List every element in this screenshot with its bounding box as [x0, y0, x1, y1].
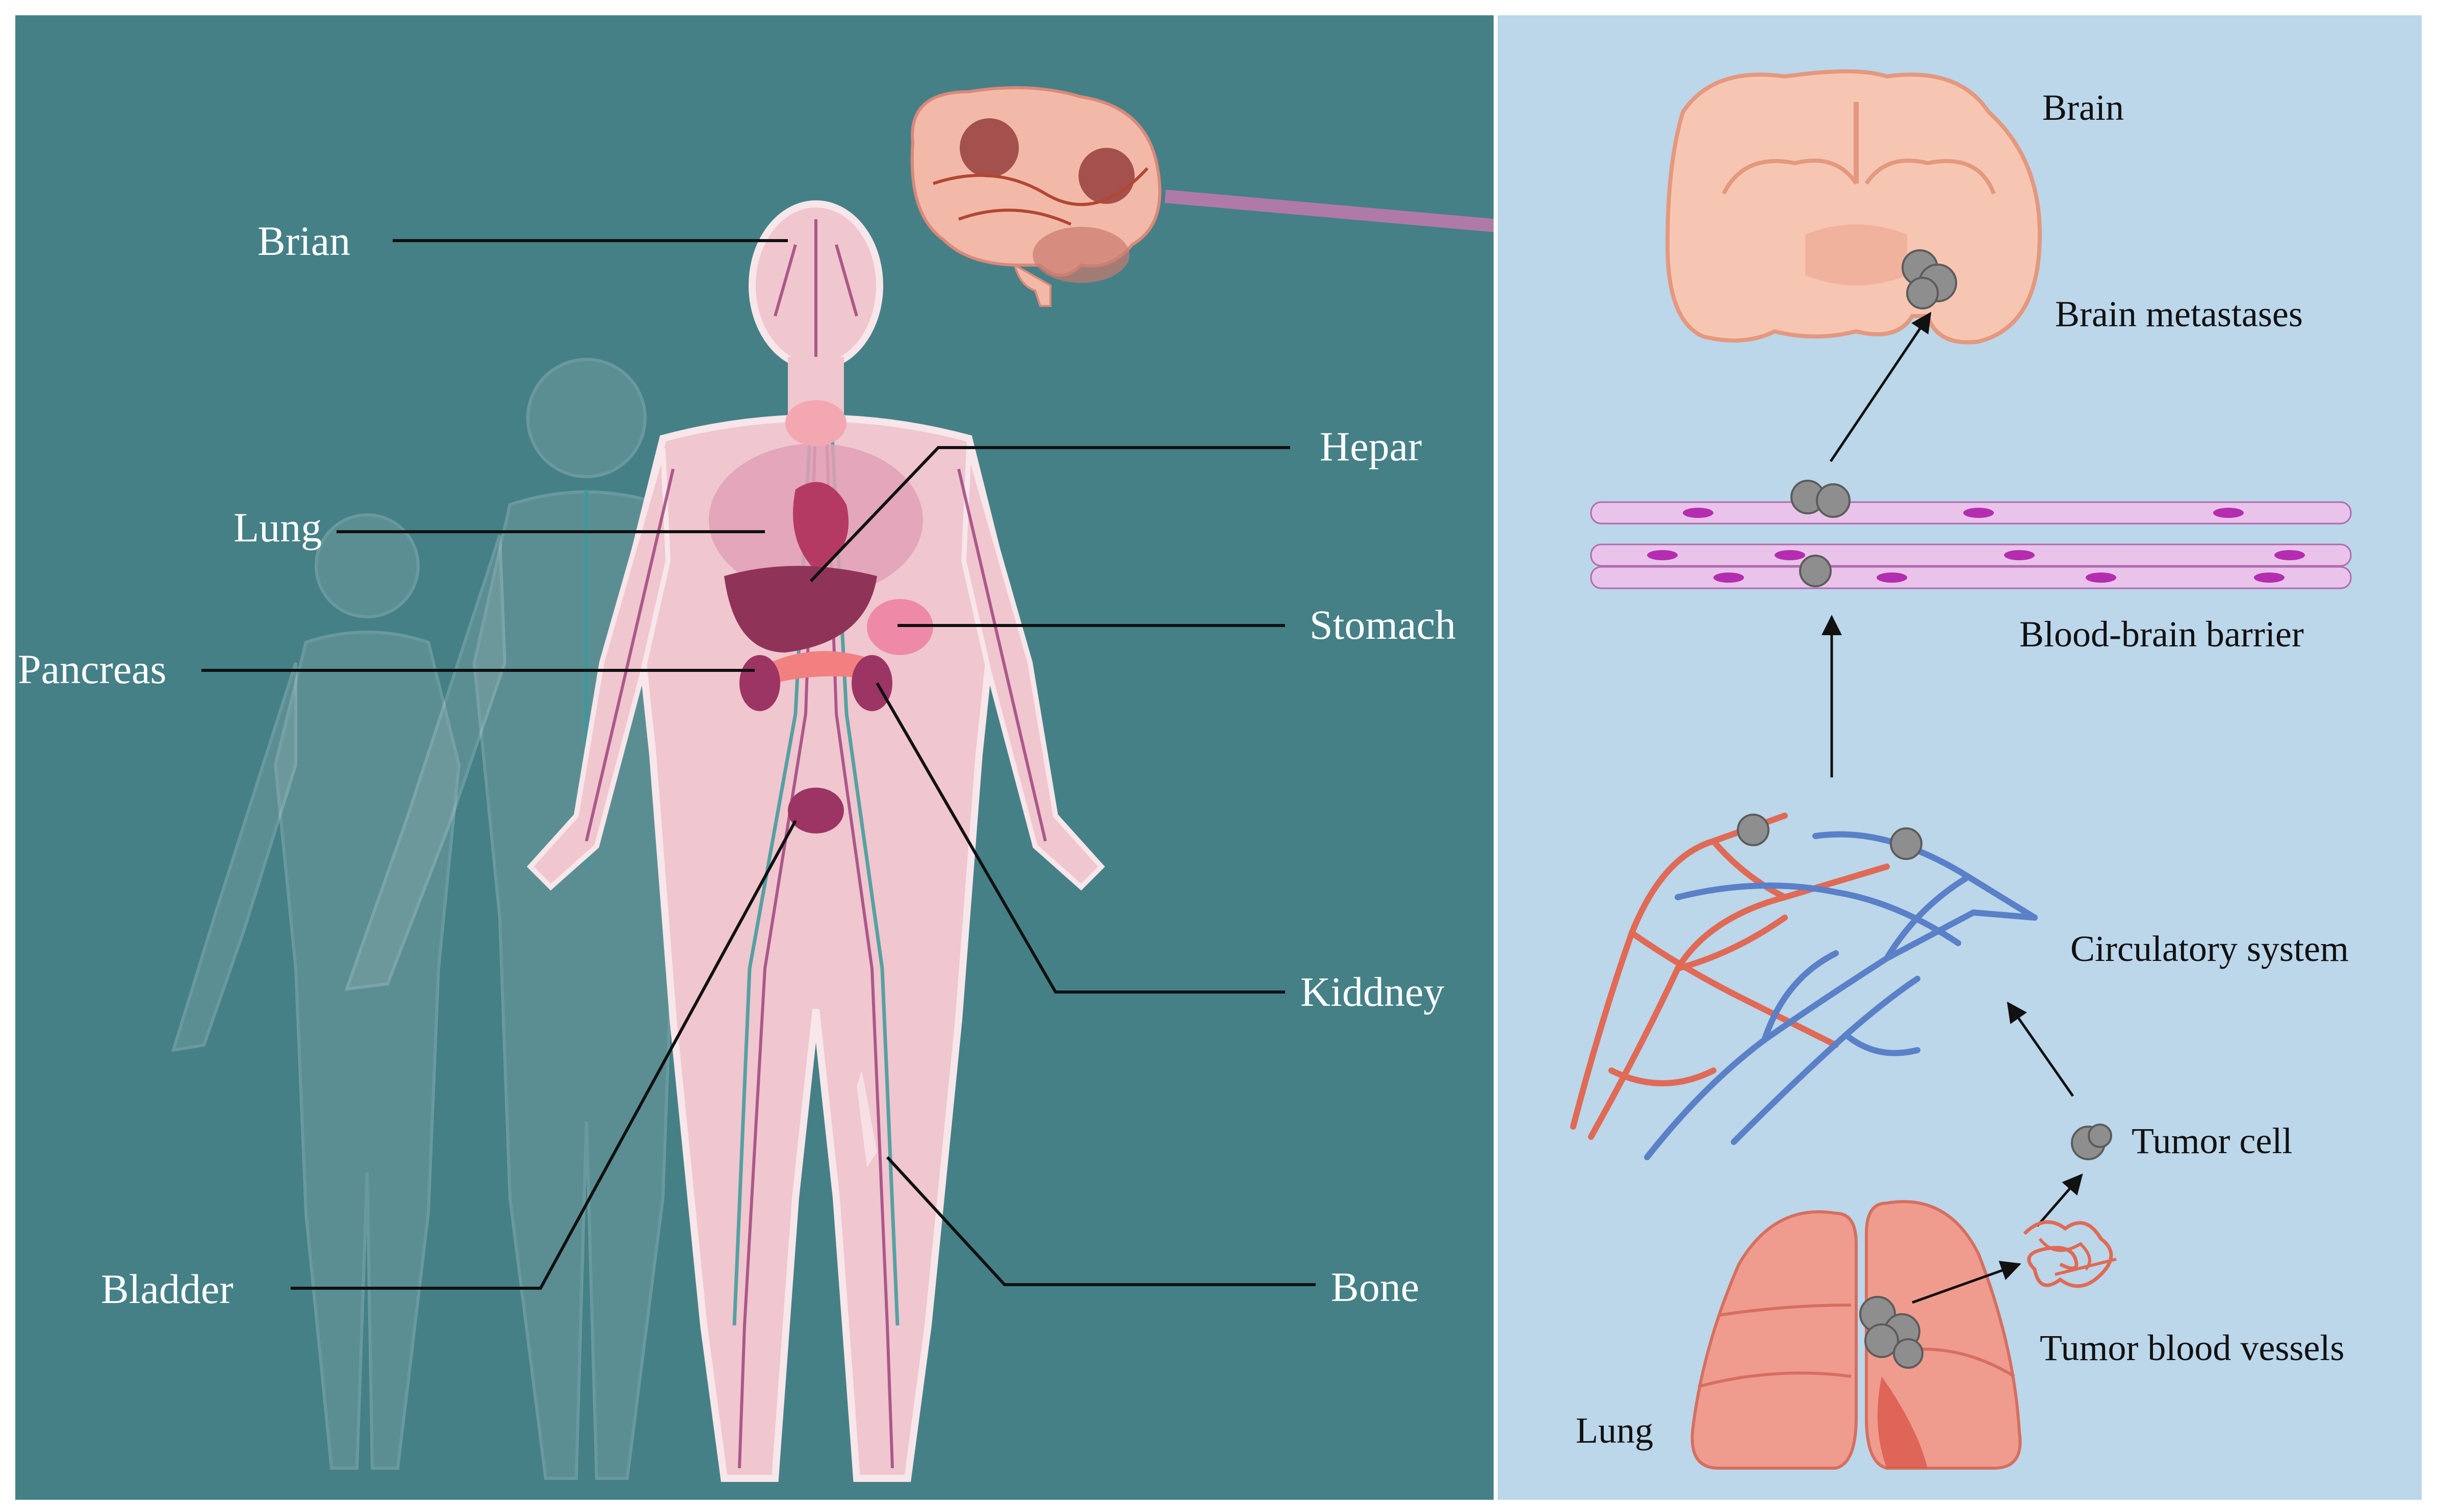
label-hepar: Hepar [1320, 423, 1422, 470]
brain-lesion-1 [960, 118, 1019, 177]
circulatory-system-network [1570, 813, 2038, 1160]
arrow-bbb-to-brain [1829, 311, 1932, 462]
crossing-tumor-cells [1790, 480, 1851, 587]
label-kiddney: Kiddney [1300, 969, 1444, 1015]
circulating-tumor-cells [1737, 814, 1922, 860]
label-brain-metastases: Brain metastases [2055, 294, 2303, 334]
knee-bone [857, 1071, 877, 1167]
blood-brain-barrier-illustration [1590, 480, 2352, 589]
label-stomach: Stomach [1310, 602, 1456, 648]
liver-organ [724, 566, 877, 653]
thyroid-organ [785, 400, 846, 446]
bladder-organ [788, 788, 844, 833]
left-leaders [201, 239, 1316, 1290]
brain-metastasis-tumor [1902, 249, 1957, 309]
arrow-lungtumor-to-vessels [1912, 1261, 2021, 1304]
label-bladder: Bladder [101, 1266, 234, 1312]
lungs-illustration [1690, 1200, 2022, 1470]
kidney-left-organ [739, 655, 780, 711]
lung-primary-tumor [1859, 1296, 1923, 1369]
label-lung-right: Lung [1576, 1410, 1653, 1451]
label-lung-left: Lung [234, 504, 322, 551]
heart-organ [793, 482, 849, 571]
ghost-figure-medium [344, 358, 701, 1480]
ghost-figure-small [171, 513, 461, 1470]
tumor-cell-icon [2071, 1124, 2112, 1160]
tumor-blood-vessels-tangle [2023, 1220, 2117, 1288]
kidney-right-organ [852, 655, 892, 711]
arrow-vessels-to-tumorcell [2036, 1173, 2083, 1227]
label-tumor-blood-vessels: Tumor blood vessels [2040, 1327, 2344, 1368]
brain-coronal-section [1665, 69, 2042, 345]
pancreas-organ [770, 651, 867, 683]
label-brain: Brain [2042, 87, 2124, 128]
label-blood-brain-barrier: Blood-brain barrier [2019, 614, 2304, 655]
label-brian: Brian [258, 218, 350, 264]
label-circulatory-system: Circulatory system [2070, 928, 2349, 969]
human-body-figure [527, 200, 1105, 1482]
brain-lesion-2 [1079, 148, 1135, 204]
brain-illustration-side [910, 86, 1162, 307]
arrow-tumorcell-to-circulation [2007, 1001, 2074, 1097]
label-bone: Bone [1331, 1264, 1419, 1310]
label-pancreas: Pancreas [18, 646, 166, 692]
label-tumor-cell: Tumor cell [2132, 1120, 2292, 1161]
